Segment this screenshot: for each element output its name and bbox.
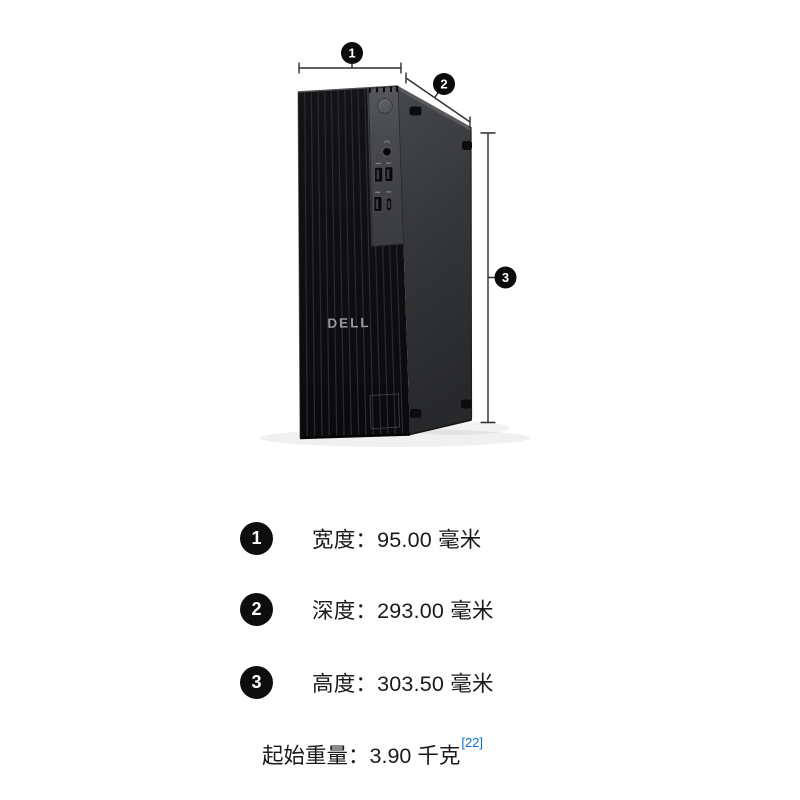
callout-badge-2: 2 [433,73,455,95]
callout-circle-2 [433,73,455,95]
side-top-edge-highlight [397,86,471,131]
power-button-center [380,101,390,111]
clip-top-left [409,106,422,116]
side-panel-face [398,86,472,435]
depth-dimension-line [405,72,471,128]
spec-row-width: 1 宽度：95.00 毫米 [240,522,482,555]
dell-logo: DELL [327,315,371,331]
usb-a-port-3-tongue [375,199,379,209]
width-dimension-line [298,62,402,74]
spec-label-width: 宽度： [312,528,378,552]
spec-text-width: 宽度：95.00 毫米 [312,523,482,554]
front-bay-blank-outline [369,393,400,430]
headset-jack-hole [385,150,389,154]
usb-c-port-slot [387,200,391,208]
front-io-panel [366,85,404,247]
clip-bottom-left [409,409,422,418]
io-panel-bottom-seam [371,243,404,247]
usb-a-port-2-tongue [386,169,390,179]
side-right-edge [470,126,473,421]
callout-badge-1: 1 [341,42,363,64]
spec-label-depth: 深度： [312,599,378,623]
callout-number-1: 1 [348,46,355,61]
spec-text-height: 高度：303.50 毫米 [312,667,494,698]
spec-badge-1: 1 [240,522,273,555]
callout-circle-3 [494,266,517,289]
spec-text-depth: 深度：293.00 毫米 [312,594,494,625]
tower-side-panel [397,86,473,436]
usb-a-port-1-tongue [376,169,380,180]
spec-value-depth: 293.00 毫米 [377,599,494,623]
width-dimension-path [298,62,402,74]
headset-icon [384,140,390,144]
device-dimension-figure: DELL 1 2 3 [260,42,530,447]
callout-number-2: 2 [440,77,447,92]
spec-value-weight: 3.90 千克 [369,744,461,768]
spec-badge-3: 3 [240,666,273,699]
callout-number-3: 3 [502,270,509,285]
front-left-edge-highlight [297,91,301,439]
clip-bottom-right [461,399,472,409]
callout-badge-3: 3 [494,266,517,289]
front-vent-slats [304,86,404,438]
io-panel-left-seam [368,89,373,247]
top-vent-notches [369,86,398,93]
spec-row-weight: 起始重量：3.90 千克[22] [262,735,483,770]
spec-badge-2: 2 [240,593,273,626]
spec-value-height: 303.50 毫米 [377,672,494,696]
callout-circle-1 [341,42,363,64]
depth-dimension-path [405,72,471,128]
spec-value-width: 95.00 毫米 [377,528,482,552]
front-bottom-foot [299,433,411,440]
panel-clips [409,106,472,418]
clip-top-right [462,141,472,150]
footnote-link-22[interactable]: [22] [461,734,484,750]
height-dimension-path [480,132,497,424]
front-top-edge-highlight [297,85,399,93]
height-dimension-line [480,132,497,424]
spec-row-depth: 2 深度：293.00 毫米 [240,593,494,626]
side-bottom-edge [409,419,472,436]
spec-label-weight: 起始重量： [262,744,370,768]
spec-row-height: 3 高度：303.50 毫米 [240,666,494,699]
spec-label-height: 高度： [312,672,378,696]
